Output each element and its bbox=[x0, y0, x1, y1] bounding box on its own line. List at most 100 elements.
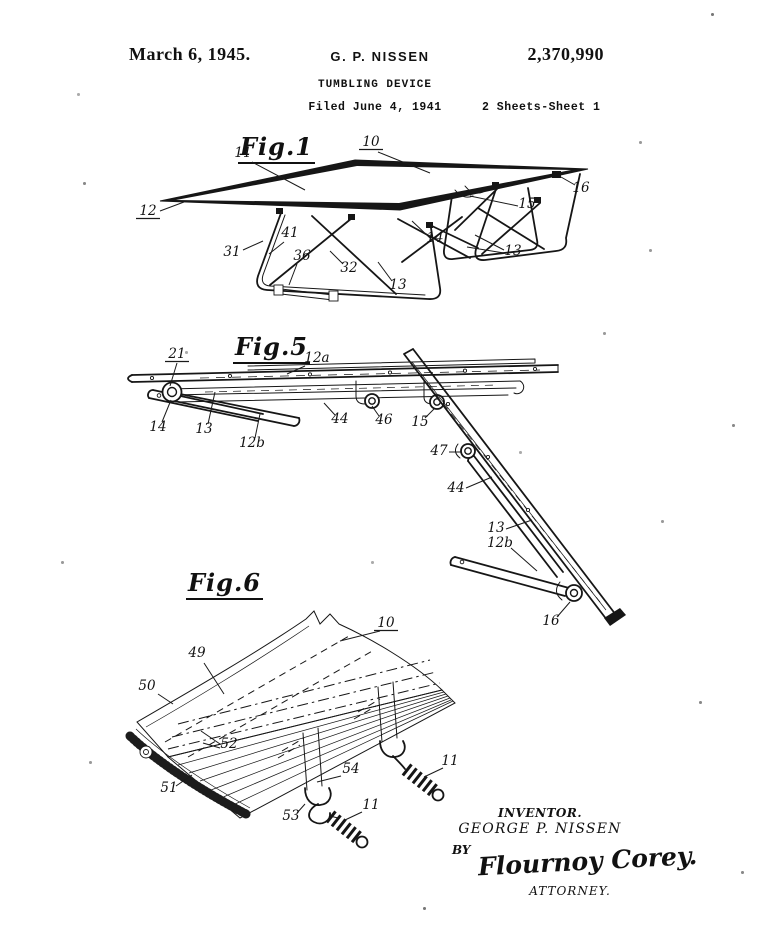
leader-line bbox=[157, 693, 174, 705]
ref-numeral-15: 15 bbox=[518, 196, 535, 212]
ref-numeral-11: 11 bbox=[234, 145, 251, 161]
ref-numeral-13: 13 bbox=[389, 277, 406, 293]
leader-line bbox=[203, 662, 225, 695]
ref-numeral-13: 13 bbox=[487, 520, 504, 536]
applicant-name: G. P. NISSEN bbox=[330, 49, 430, 64]
leader-line bbox=[371, 405, 380, 417]
leader-line bbox=[560, 176, 576, 186]
leader-line bbox=[200, 730, 221, 745]
ref-numeral-36: 36 bbox=[293, 248, 311, 264]
ref-numeral-44: 44 bbox=[330, 411, 348, 427]
leader-line bbox=[207, 391, 216, 425]
ref-numeral-14: 14 bbox=[426, 230, 443, 246]
leader-line bbox=[323, 402, 336, 416]
fig1-labels: 11 10 16 12 15 14 13 13 31 41 36 32 bbox=[136, 134, 590, 293]
leader-line bbox=[161, 399, 172, 423]
leader-line bbox=[423, 767, 444, 778]
ref-numeral-12b: 12b bbox=[487, 535, 513, 551]
leader-line bbox=[296, 803, 306, 814]
ref-numeral-10: 10 bbox=[377, 615, 395, 631]
fig1-bed-frame bbox=[160, 160, 588, 210]
leader-line bbox=[377, 151, 431, 174]
leader-line bbox=[268, 241, 285, 255]
filing-date: Filed June 4, 1941 bbox=[308, 101, 442, 114]
ref-numeral-53: 53 bbox=[282, 808, 299, 824]
fig1-brace-41 bbox=[269, 217, 353, 286]
leader-line bbox=[339, 630, 381, 642]
leader-line bbox=[175, 774, 193, 787]
ref-numeral-52: 52 bbox=[220, 736, 237, 752]
ref-numeral-11: 11 bbox=[441, 753, 458, 769]
ref-numeral-14: 14 bbox=[149, 419, 166, 435]
fig6-strap-right bbox=[377, 681, 445, 802]
fig6-spring-right bbox=[401, 763, 439, 797]
fig1-spreader-bar bbox=[273, 284, 339, 302]
patent-number: 2,370,990 bbox=[527, 44, 604, 64]
fig5-title: Fig.5 bbox=[233, 332, 310, 364]
leader-line bbox=[329, 250, 344, 265]
fig5-hinges bbox=[161, 380, 445, 410]
ref-numeral-16: 16 bbox=[572, 180, 590, 196]
patent-date: March 6, 1945. bbox=[129, 44, 251, 64]
sheet-info: 2 Sheets-Sheet 1 bbox=[482, 101, 601, 114]
leader-line bbox=[251, 161, 306, 191]
fig6-rolled-hem bbox=[125, 728, 251, 819]
leader-line bbox=[254, 413, 261, 439]
ref-numeral-10: 10 bbox=[362, 134, 380, 150]
leader-line bbox=[288, 263, 298, 286]
leader-line bbox=[465, 476, 493, 489]
leader-line bbox=[466, 246, 505, 254]
inventor-name: GEORGE P. NISSEN bbox=[458, 821, 622, 837]
leader-line bbox=[474, 234, 505, 251]
leader-line bbox=[316, 775, 342, 783]
ref-numeral-49: 49 bbox=[187, 645, 206, 661]
ref-numeral-15: 15 bbox=[411, 414, 428, 430]
ref-numeral-12b: 12b bbox=[239, 435, 265, 451]
leader-line bbox=[424, 407, 436, 419]
fig5-diagonal-rail bbox=[403, 348, 626, 626]
ref-numeral-13: 13 bbox=[504, 243, 521, 259]
ref-numeral-21: 21 bbox=[167, 346, 185, 362]
attorney-caption: ATTORNEY. bbox=[529, 884, 611, 898]
fig6-bed-sheet bbox=[136, 610, 444, 758]
leader-line bbox=[202, 742, 221, 749]
fig6-loop-54 bbox=[304, 787, 332, 806]
ref-numeral-51: 51 bbox=[160, 780, 177, 796]
ref-numeral-44: 44 bbox=[446, 480, 464, 496]
ref-numeral-12a: 12a bbox=[304, 350, 329, 366]
ref-numeral-54: 54 bbox=[342, 761, 359, 777]
fig6-hook-right bbox=[392, 755, 406, 770]
leader-line bbox=[556, 601, 571, 618]
ref-numeral-31: 31 bbox=[223, 244, 240, 260]
fig1-frame-brackets bbox=[276, 171, 561, 228]
ref-numeral-12: 12 bbox=[139, 203, 156, 219]
ref-numeral-46: 46 bbox=[374, 412, 393, 428]
fig6-loop-right bbox=[379, 740, 406, 758]
fig6-strap-left bbox=[302, 727, 369, 849]
ref-numeral-13: 13 bbox=[195, 421, 212, 437]
leader-line bbox=[505, 519, 533, 530]
leader-line bbox=[286, 365, 306, 375]
leader-line bbox=[411, 220, 431, 239]
leader-line bbox=[377, 261, 393, 282]
fig1-brace-32 bbox=[311, 215, 397, 295]
leader-line bbox=[510, 547, 538, 572]
leader-line bbox=[344, 811, 363, 821]
fig1-leg-frames bbox=[256, 173, 581, 302]
invention-title: TUMBLING DEVICE bbox=[317, 79, 433, 91]
leader-line bbox=[169, 362, 178, 387]
ref-numeral-50: 50 bbox=[138, 678, 156, 694]
fig6-spring-left bbox=[325, 810, 363, 844]
ref-numeral-41: 41 bbox=[280, 225, 298, 241]
by-label: BY bbox=[452, 843, 471, 857]
leader-line bbox=[159, 201, 185, 212]
ref-numeral-32: 32 bbox=[340, 260, 357, 276]
fig6-title: Fig.6 bbox=[186, 568, 263, 600]
leader-line bbox=[469, 195, 519, 207]
fig1-title: Fig.1 bbox=[238, 132, 315, 164]
